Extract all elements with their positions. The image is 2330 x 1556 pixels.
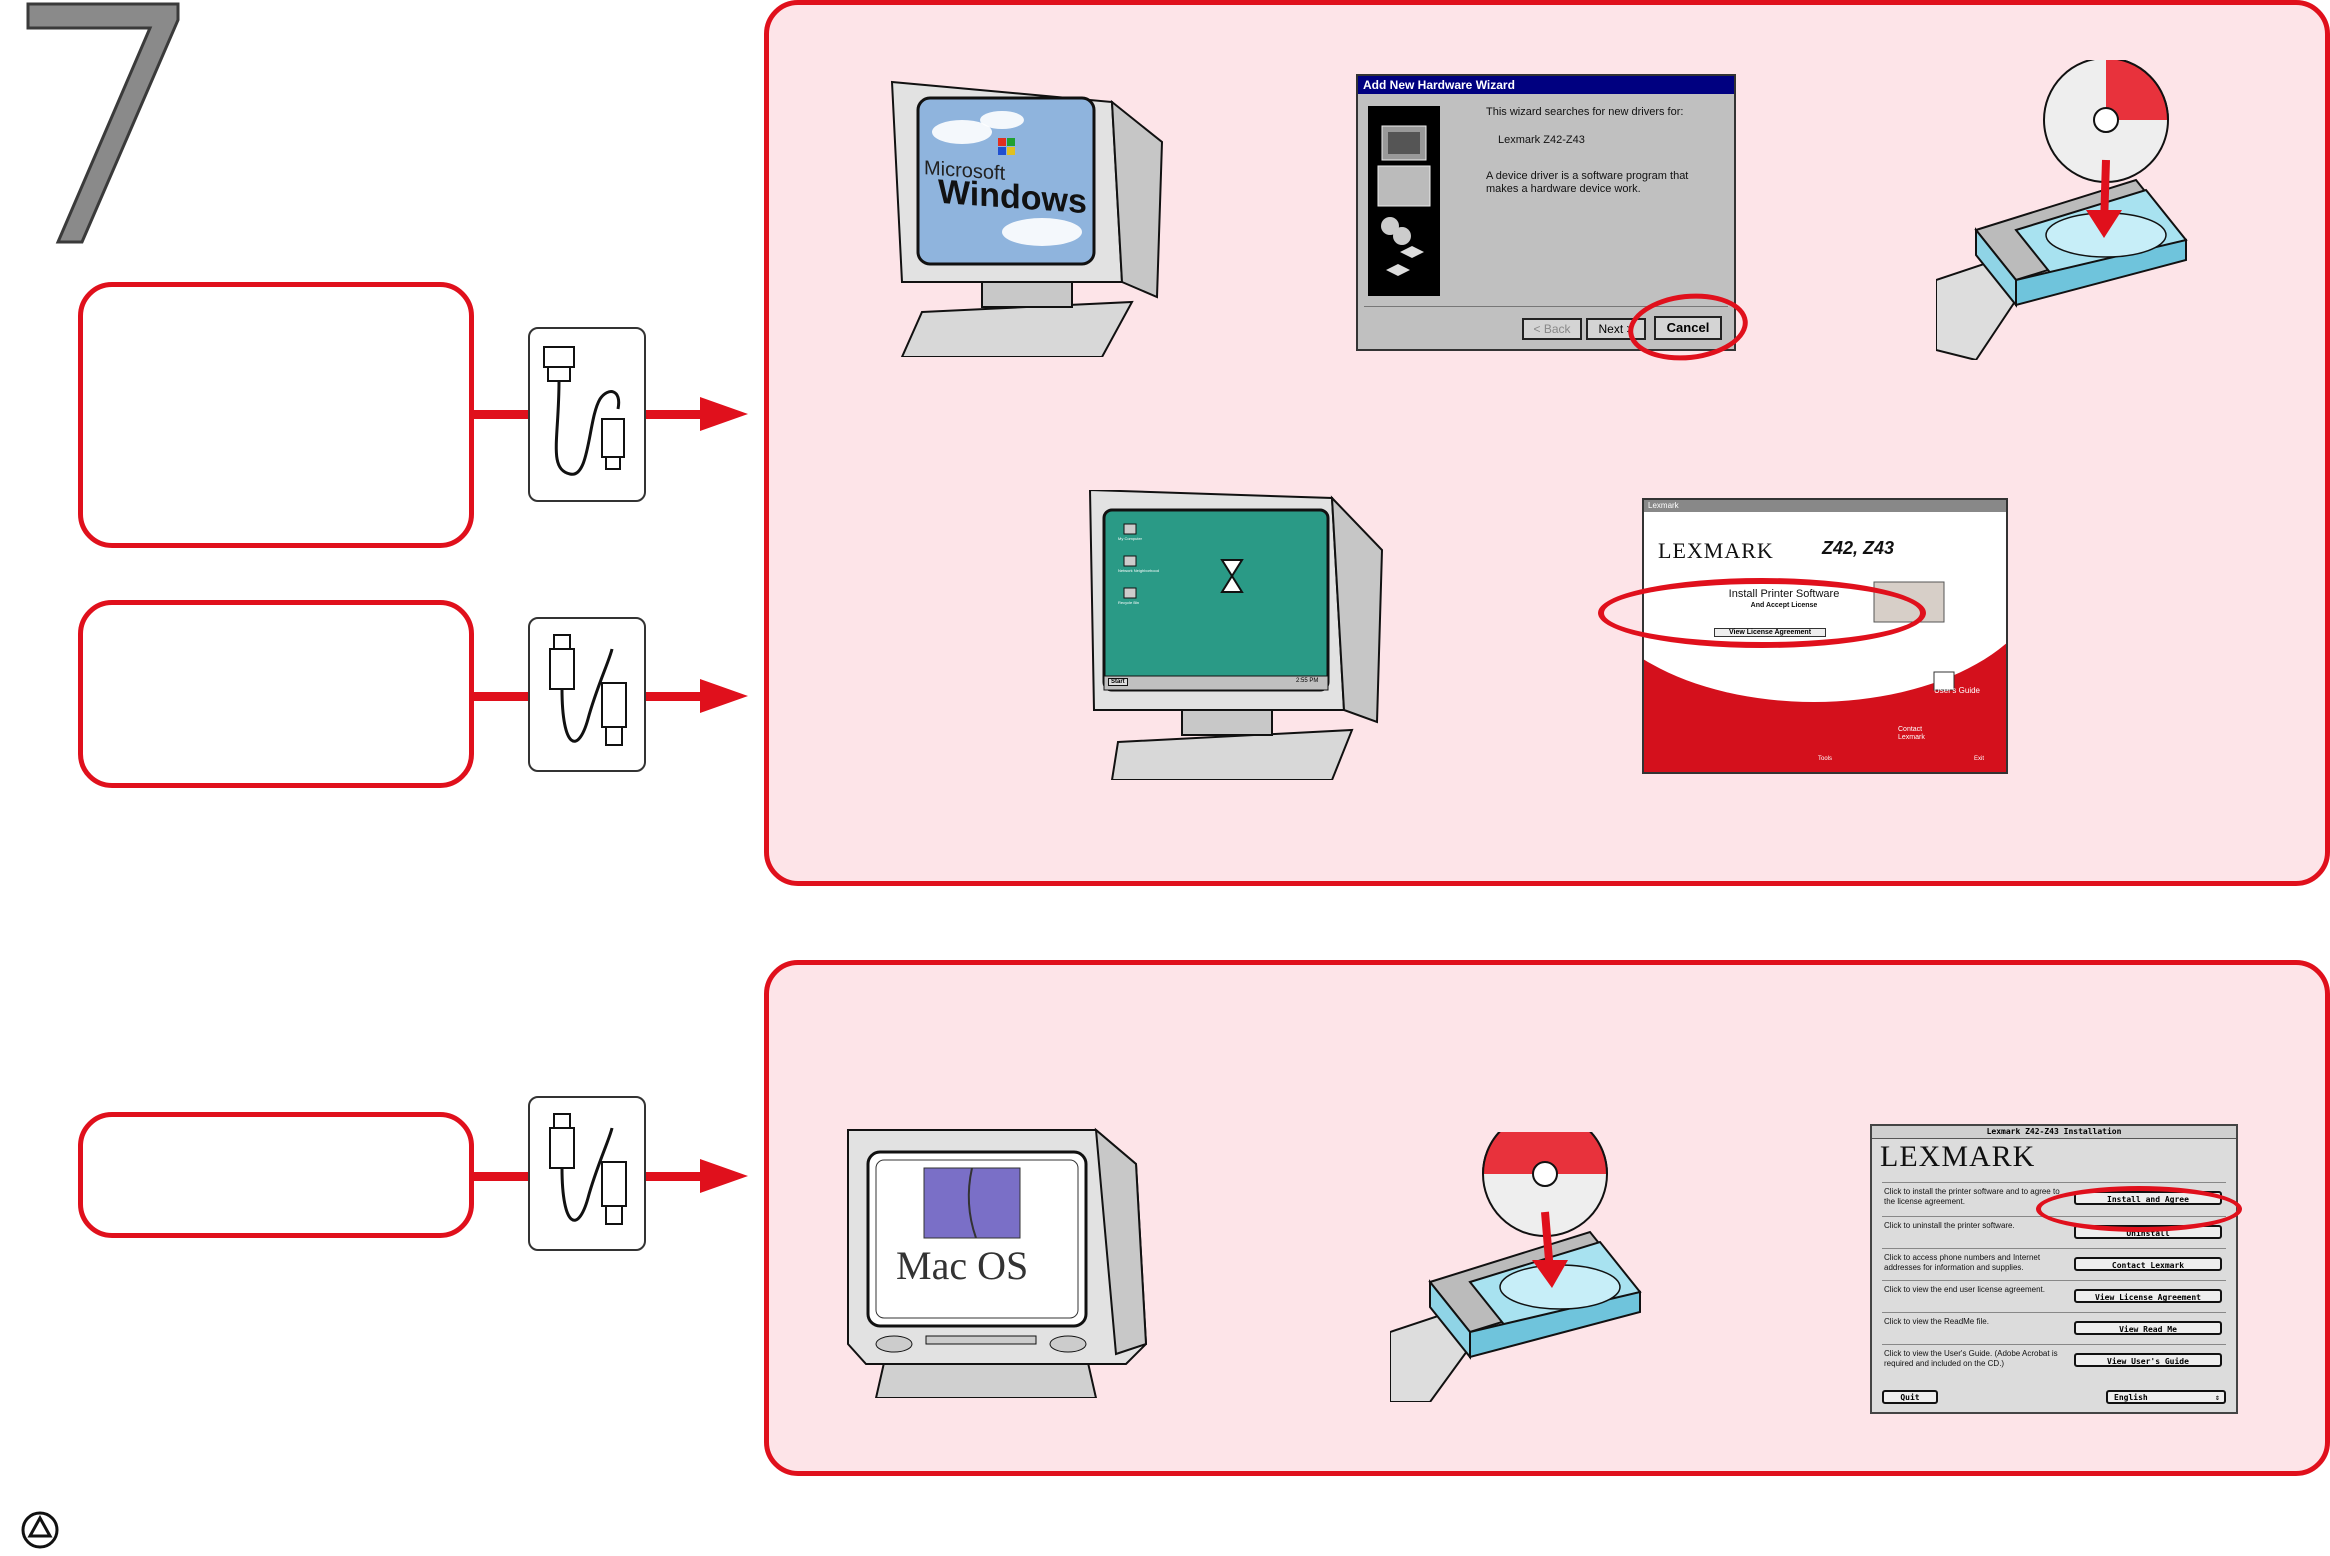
cd-insert-illustration (1936, 60, 2188, 360)
recycle-bin-label: Recycle Bin (1118, 600, 1140, 605)
cd-insert-illustration (1390, 1132, 1642, 1402)
tools-link[interactable]: Tools (1818, 756, 1833, 762)
taskbar-clock: 2:55 PM (1296, 678, 1319, 684)
connector-line (474, 410, 530, 419)
connector-line (474, 692, 530, 701)
lexmark-logo: LEXMARK (1658, 538, 1774, 563)
view-readme-button[interactable]: View Read Me (2074, 1321, 2222, 1335)
usb-windows-connection-box (78, 600, 474, 788)
readme-row-text: Click to view the ReadMe file. (1884, 1317, 1989, 1326)
license-row: Click to view the end user license agree… (1882, 1280, 2226, 1311)
wizard-title: Add New Hardware Wizard (1358, 76, 1734, 94)
back-button[interactable]: < Back (1522, 318, 1582, 340)
usb-cable-icon (528, 617, 646, 772)
parallel-cable-icon (528, 327, 646, 502)
mac-os-logo: Mac OS (896, 1243, 1029, 1288)
mac-monitor-illustration: Mac OS (846, 1124, 1168, 1398)
arrow-right-icon (700, 679, 748, 713)
wizard-description: A device driver is a software program th… (1486, 170, 1689, 195)
arrow-right-icon (700, 397, 748, 431)
readme-row: Click to view the ReadMe file. View Read … (1882, 1312, 2226, 1343)
install-highlight-ring (2036, 1186, 2242, 1232)
windows-desktop-monitor: My Computer Network Neighborhood Recycle… (1082, 490, 1384, 780)
install-row-text: Click to install the printer software an… (1884, 1187, 2060, 1206)
model-names: Z42, Z43 (1822, 538, 1895, 558)
network-label: Network Neighborhood (1118, 568, 1159, 573)
lexmark-window-title: Lexmark (1644, 500, 2006, 512)
cancel-button[interactable]: Cancel (1654, 316, 1722, 340)
recycle-icon (21, 1511, 59, 1549)
view-license-button[interactable]: View License Agreement (2074, 1289, 2222, 1303)
guide-row-text: Click to view the User's Guide. (Adobe A… (1884, 1349, 2058, 1368)
language-value: English (2114, 1393, 2148, 1402)
connector-line (646, 692, 708, 701)
wizard-divider (1364, 306, 1728, 307)
mac-installer-window: Lexmark Z42-Z43 Installation LEXMARK Cli… (1870, 1124, 2238, 1414)
select-arrows-icon: ⇕ (2215, 1393, 2220, 1402)
wizard-device-name: Lexmark Z42-Z43 (1498, 134, 1585, 146)
contact-row-text: Click to access phone numbers and Intern… (1884, 1253, 2041, 1272)
installer-title: Lexmark Z42-Z43 Installation (1872, 1126, 2236, 1139)
usb-cable-icon (528, 1096, 646, 1251)
uninstall-row-text: Click to uninstall the printer software. (1884, 1221, 2015, 1230)
connector-line (474, 1172, 530, 1181)
parallel-connection-box (78, 282, 474, 548)
guide-row: Click to view the User's Guide. (Adobe A… (1882, 1344, 2226, 1375)
hardware-wizard-window: Add New Hardware Wizard This wizard sear… (1356, 74, 1736, 351)
contact-lexmark-link[interactable]: Contact Lexmark (1898, 726, 1925, 741)
contact-lexmark-button[interactable]: Contact Lexmark (2074, 1257, 2222, 1271)
view-users-guide-button[interactable]: View User's Guide (2074, 1353, 2222, 1367)
wizard-side-image (1368, 106, 1440, 296)
windows-monitor-illustration: Microsoft Windows (882, 72, 1182, 357)
license-row-text: Click to view the end user license agree… (1884, 1285, 2045, 1294)
lexmark-logo: LEXMARK (1880, 1140, 2036, 1173)
connector-line (646, 1172, 708, 1181)
exit-link[interactable]: Exit (1974, 756, 1985, 762)
my-computer-label: My Computer (1118, 536, 1143, 541)
quit-button[interactable]: Quit (1882, 1390, 1938, 1404)
language-select[interactable]: English ⇕ (2106, 1390, 2226, 1404)
install-highlight-ring (1598, 578, 1926, 648)
next-button[interactable]: Next > (1586, 318, 1646, 340)
arrow-right-icon (700, 1159, 748, 1193)
start-button[interactable]: Start (1108, 678, 1128, 686)
contact-row: Click to access phone numbers and Intern… (1882, 1248, 2226, 1279)
wizard-intro-text: This wizard searches for new drivers for… (1486, 106, 1684, 118)
users-guide-link[interactable]: User's Guide (1934, 686, 1980, 695)
usb-mac-connection-box (78, 1112, 474, 1238)
connector-line (646, 410, 708, 419)
step-number (26, 2, 180, 244)
